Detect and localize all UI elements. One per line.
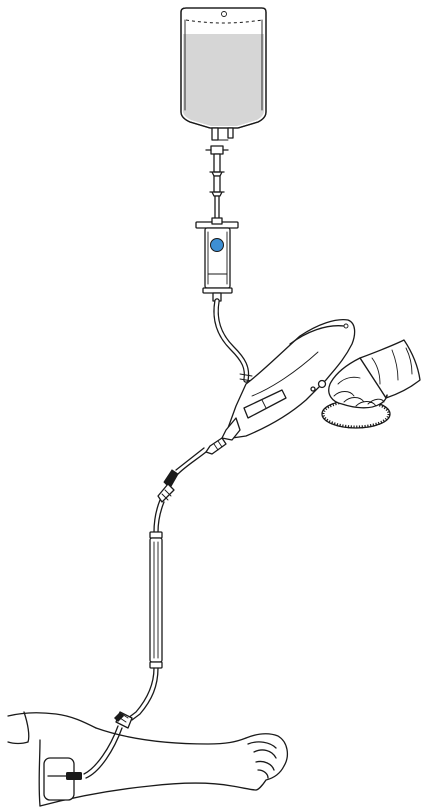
arm-upper-outline	[8, 713, 96, 728]
spike-collar	[211, 146, 223, 154]
drip-chamber	[196, 218, 238, 301]
hand-fingers	[254, 750, 276, 778]
outlet-connector	[206, 438, 226, 454]
bag-fluid	[183, 34, 264, 126]
tube-device-to-luer	[178, 452, 206, 474]
tube-filter-to-y-outer	[128, 668, 154, 718]
tube-drip-to-device-inner	[216, 301, 246, 380]
mid-tube-segment	[214, 176, 220, 192]
filter-bottom-cap	[150, 662, 162, 668]
tube-drip-to-device	[216, 301, 246, 380]
bag-port-left	[212, 128, 218, 140]
iv-bag	[181, 8, 266, 140]
infusion-tubing-lower	[128, 668, 158, 720]
inline-filter	[150, 532, 162, 668]
tube-luer-to-filter-inner	[158, 502, 164, 532]
infusion-tubing-upper	[216, 301, 252, 381]
device-button-icon	[319, 381, 326, 388]
cannula-hub	[66, 772, 82, 780]
arm-left-outline	[39, 740, 40, 806]
drip-chamber-body	[205, 228, 230, 288]
filter-top-cap	[150, 532, 162, 538]
spike-assembly	[206, 146, 228, 220]
hand-thumb	[248, 742, 276, 748]
bag-port-right	[228, 128, 233, 138]
tube-device-to-luer-2	[176, 448, 204, 470]
arm-sleeve-edge	[8, 712, 29, 744]
infusion-tubing-middle	[154, 500, 164, 532]
device-button-small-icon	[311, 387, 315, 391]
upper-tube-segment	[214, 154, 220, 172]
drip-chamber-base	[203, 288, 232, 293]
filter-body	[150, 538, 162, 662]
drip-chamber-neck	[212, 218, 222, 224]
luer-connector	[158, 470, 178, 502]
patient-arm	[8, 712, 287, 806]
luer-lock	[158, 484, 174, 502]
y-site-connector	[114, 712, 132, 728]
spike-shaft	[215, 196, 219, 220]
device-outlet-line	[176, 438, 226, 474]
drip-indicator-icon	[211, 239, 224, 252]
